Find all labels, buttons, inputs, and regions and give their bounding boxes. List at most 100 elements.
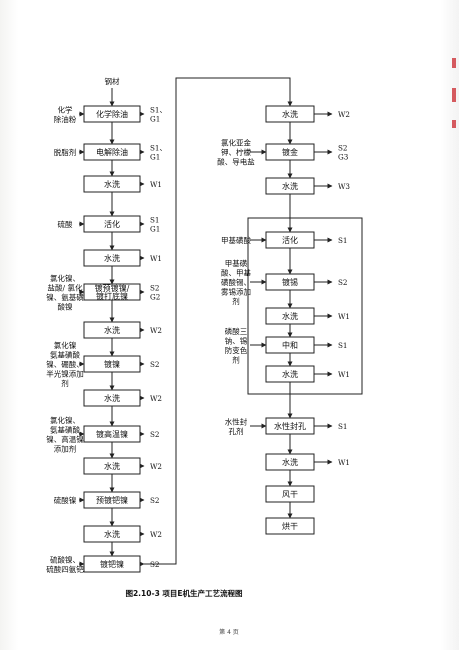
left-output-label: S2 [150, 360, 160, 369]
right-input-label: 磺酸锡、 [221, 277, 251, 287]
right-box-11: 风干 [265, 485, 315, 503]
right-output-label: W1 [338, 458, 350, 467]
right-box-4: 活化 [265, 231, 315, 249]
right-input-label: 剂 [232, 354, 240, 364]
right-box-label: 水洗 [282, 369, 298, 379]
right-output-label: S1 [338, 422, 348, 431]
left-box-label: 水洗 [104, 529, 120, 539]
right-box-label: 活化 [282, 235, 298, 245]
left-output-label: W2 [150, 462, 162, 471]
left-output-label: G2 [150, 293, 160, 302]
right-box-1: 水洗 [265, 105, 315, 123]
left-input-label: 镍、硼酸、 [46, 359, 84, 369]
right-input-label: 甲基磺酸 [221, 235, 251, 245]
right-box-6: 水洗 [265, 307, 315, 325]
right-box-9: 水性封孔 [265, 417, 315, 435]
left-box-7: 水洗 [83, 321, 141, 339]
right-box-7: 中和 [265, 336, 315, 354]
left-output-label: S2 [150, 496, 160, 505]
page-number: 第 4 页 [219, 628, 239, 636]
right-output-label: S2 [338, 144, 348, 153]
left-box-12: 预镀钯镍 [83, 491, 141, 509]
left-box-2: 电解除油 [83, 143, 141, 161]
left-box-5: 水洗 [83, 249, 141, 267]
right-input-label: 剂 [232, 296, 240, 306]
right-input-label: 防变色 [225, 345, 248, 355]
raw-material-label: 钢材 [105, 76, 120, 86]
left-input-label: 氨基磺酸 [50, 350, 80, 360]
left-input-label: 硫酸 [58, 219, 73, 229]
left-output-label: W1 [150, 180, 162, 189]
left-box-label: 水洗 [104, 461, 120, 471]
right-output-label: W1 [338, 370, 350, 379]
right-box-label: 水洗 [282, 181, 298, 191]
left-input-label: 氯化镍、 [50, 273, 80, 283]
left-box-14: 镀钯镍 [83, 555, 141, 573]
left-box-label: 水洗 [104, 325, 120, 335]
right-output-label: W1 [338, 312, 350, 321]
right-box-label: 水洗 [282, 457, 298, 467]
figure-caption: 图2.10-3 项目E机生产工艺流程图 [125, 588, 243, 598]
left-input-label: 脱脂剂 [54, 147, 77, 157]
left-box-6: 镀预镀镍/镀打底镍 [83, 283, 141, 301]
right-box-label: 水洗 [282, 109, 298, 119]
red-edge-mark [452, 120, 456, 128]
right-box-2: 镀金 [265, 143, 315, 161]
right-box-3: 水洗 [265, 177, 315, 195]
left-box-9: 水洗 [83, 389, 141, 407]
right-output-label: W2 [338, 110, 350, 119]
left-input-label: 酸镍 [58, 301, 73, 311]
left-input-label: 盐酸/ 氯化 [48, 282, 83, 292]
left-input-label: 除油粉 [54, 114, 77, 124]
right-input-label: 孔剂 [229, 426, 244, 436]
left-input-label: 剂 [61, 378, 69, 388]
left-box-label: 镀高温镍 [96, 429, 128, 439]
left-box-label: 电解除油 [96, 147, 128, 157]
right-box-label: 水性封孔 [274, 421, 306, 431]
right-input-label: 酸、甲基 [221, 268, 251, 278]
right-box-10: 水洗 [265, 453, 315, 471]
right-box-label: 镀金 [282, 147, 298, 157]
right-input-label: 钠、锡 [225, 335, 248, 345]
left-box-label: 镀打底镍 [96, 291, 128, 301]
left-box-label: 化学除油 [96, 109, 128, 119]
left-box-label: 水洗 [104, 253, 120, 263]
left-input-label: 半光镍添加 [46, 369, 84, 379]
left-box-label: 镀预镀镍/ [95, 283, 130, 293]
left-input-label: 镍、高温镍 [46, 434, 84, 444]
right-output-label: S1 [338, 341, 348, 350]
left-output-label: G1 [150, 153, 160, 162]
left-output-label: G1 [150, 115, 160, 124]
right-box-5: 镀锡 [265, 273, 315, 291]
left-input-label: 氨基磺酸 [50, 424, 80, 434]
left-output-label: S2 [150, 284, 160, 293]
left-output-label: S2 [150, 430, 160, 439]
left-box-10: 镀高温镍 [83, 425, 141, 443]
left-output-label: S1、 [150, 144, 167, 153]
right-input-label: 酸、导电盐 [217, 157, 255, 167]
right-input-label: 钾、柠檬 [221, 147, 251, 157]
left-box-label: 水洗 [104, 179, 120, 189]
left-input-label: 硫酸镍、 [50, 554, 80, 564]
left-input-label: 添加剂 [54, 443, 77, 453]
left-box-4: 活化 [83, 215, 141, 233]
left-output-label: S1 [150, 216, 160, 225]
left-output-label: S1、 [150, 106, 167, 115]
left-box-label: 预镀钯镍 [96, 495, 128, 505]
right-box-12: 烘干 [265, 517, 315, 535]
left-box-11: 水洗 [83, 457, 141, 475]
left-box-3: 水洗 [83, 175, 141, 193]
left-output-label: W2 [150, 326, 162, 335]
left-input-label: 镍、氨基磺 [46, 292, 84, 302]
right-box-label: 水洗 [282, 311, 298, 321]
left-box-label: 活化 [104, 219, 120, 229]
left-box-13: 水洗 [83, 525, 141, 543]
right-box-label: 烘干 [282, 521, 298, 531]
cross-column-connector [140, 77, 293, 565]
left-box-label: 水洗 [104, 393, 120, 403]
left-input-label: 化学 [58, 104, 73, 114]
left-output-label: W2 [150, 394, 162, 403]
right-input-label: 氯化亚金 [221, 138, 251, 148]
